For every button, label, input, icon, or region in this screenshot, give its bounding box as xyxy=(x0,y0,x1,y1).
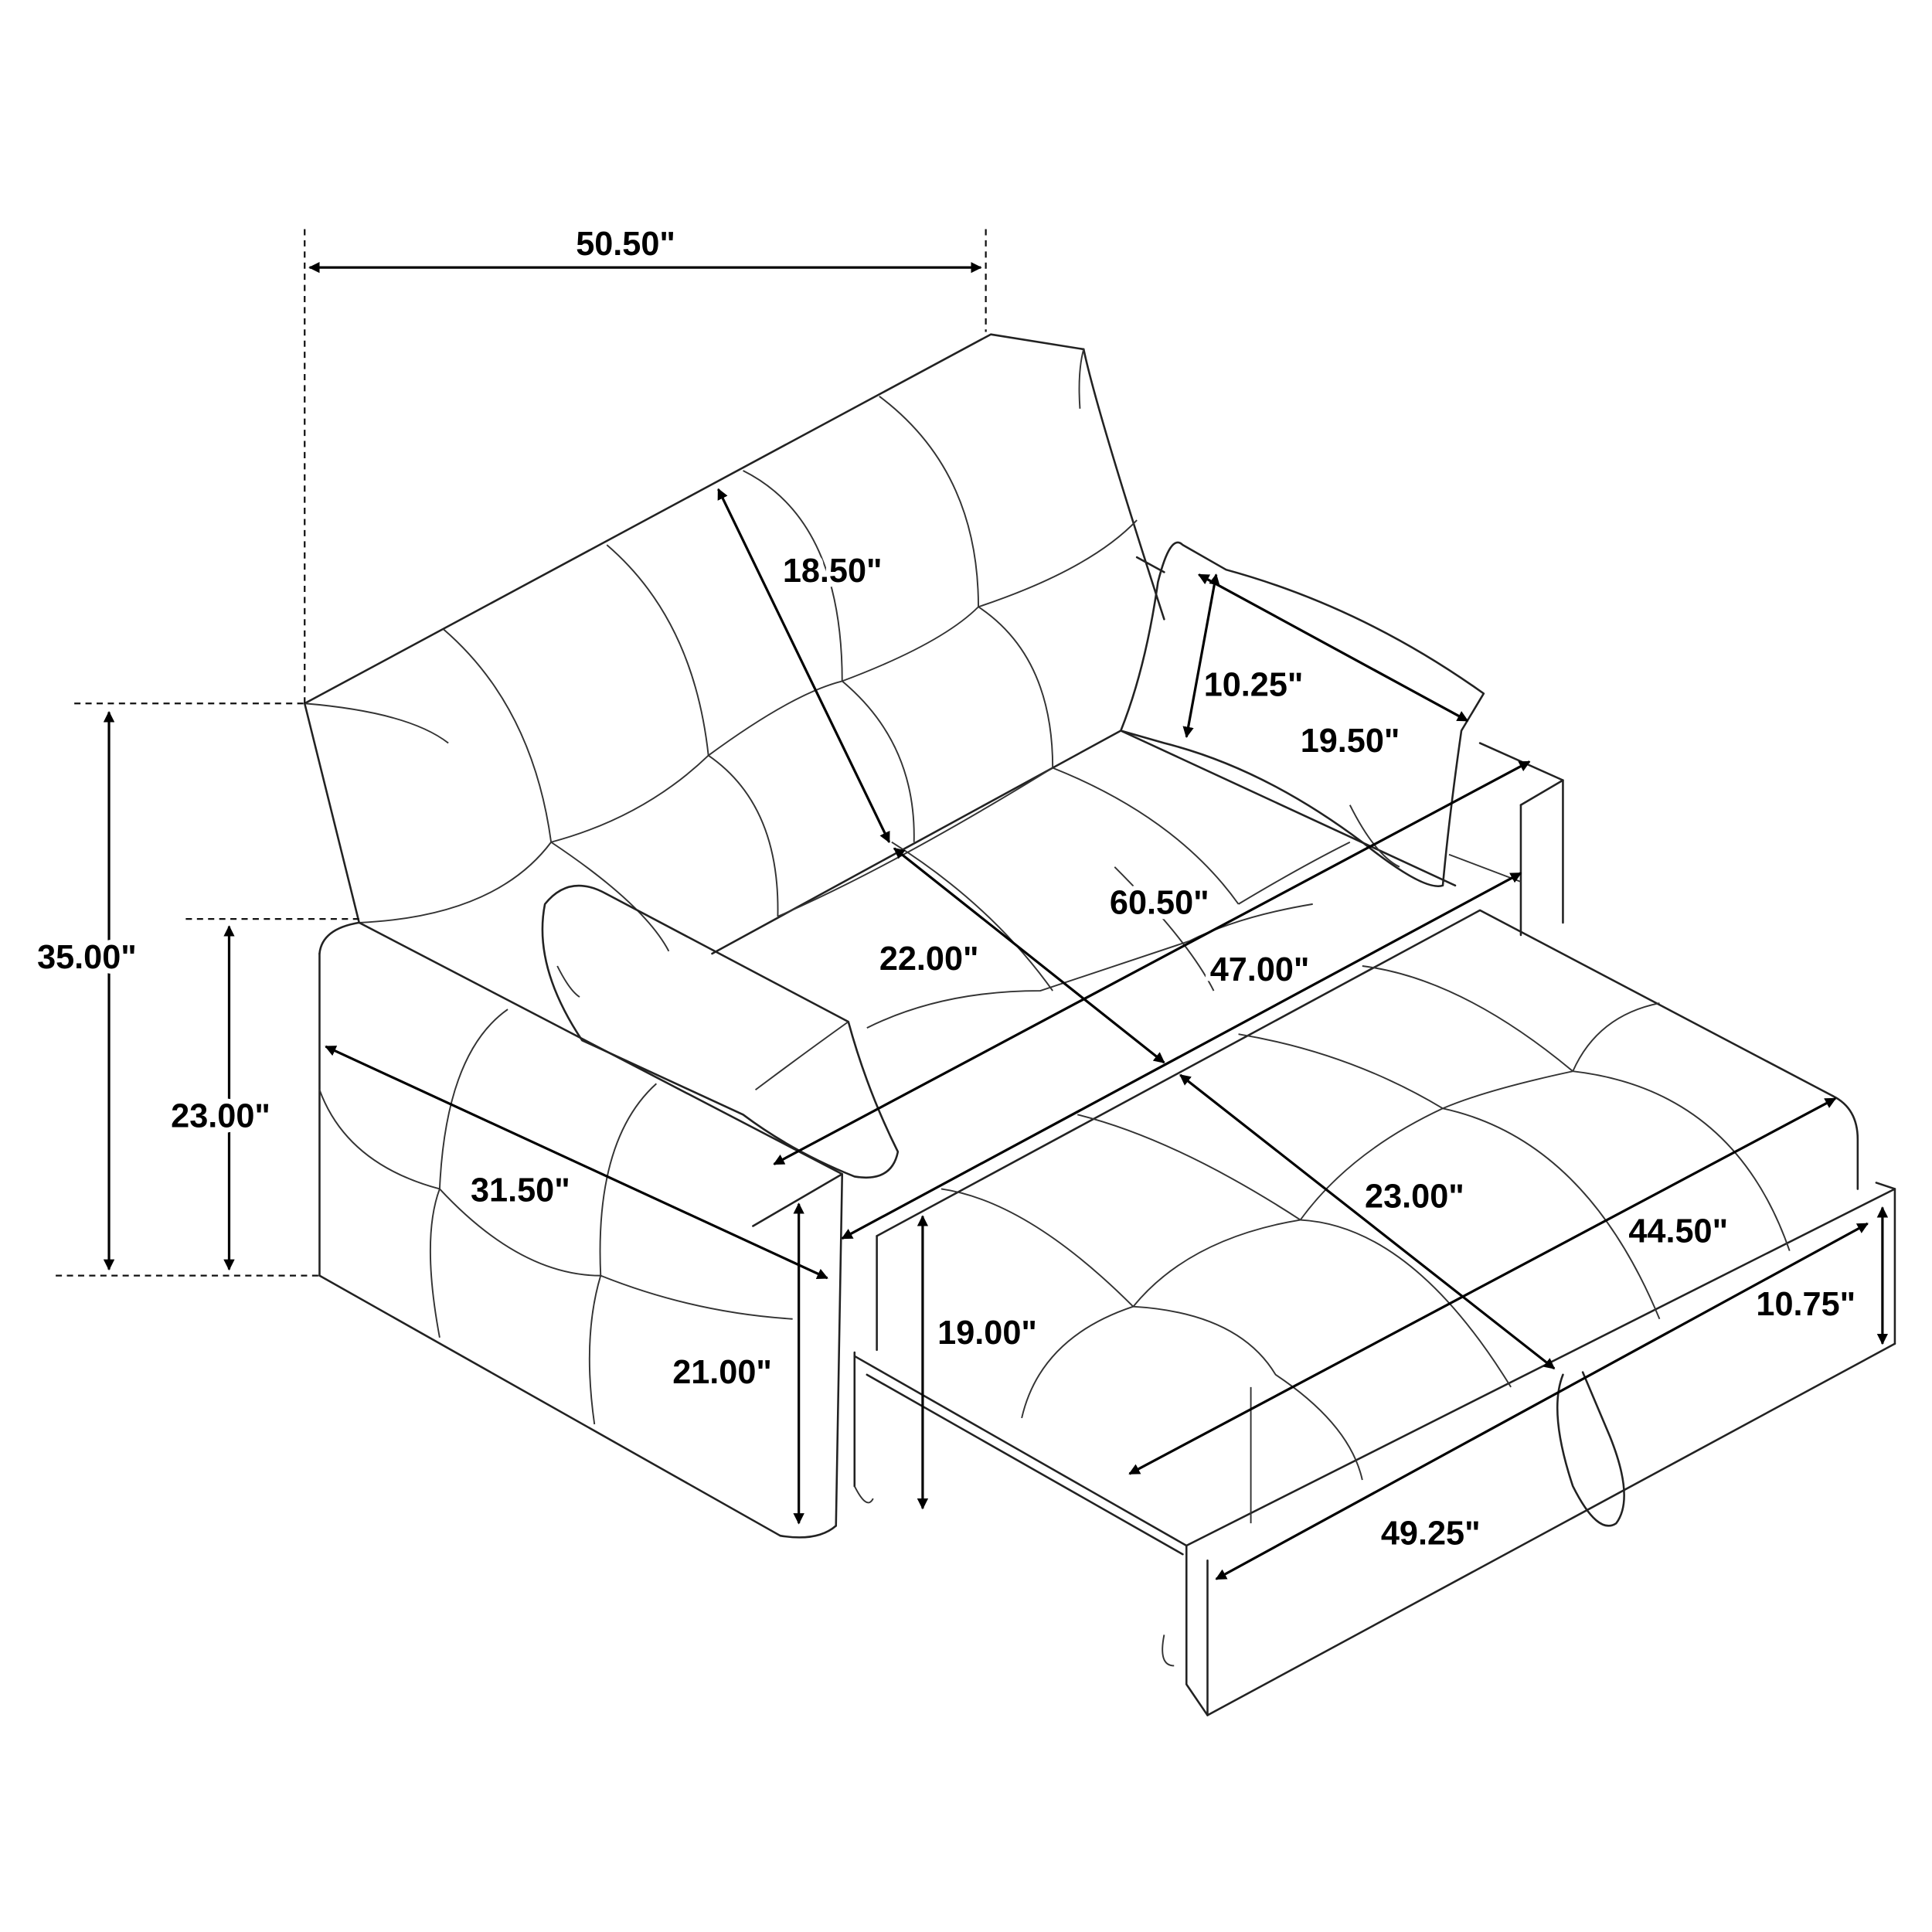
left-arm xyxy=(318,921,844,1539)
dimension-arrows xyxy=(103,261,1889,1580)
backrest xyxy=(303,333,1165,952)
extension-lines xyxy=(56,229,987,1277)
label-trundle-depth: 23.00" xyxy=(1365,1179,1464,1216)
label-pillow-width: 19.50" xyxy=(1301,723,1400,760)
label-trundle-width: 49.25" xyxy=(1381,1515,1481,1552)
right-pillow xyxy=(1120,541,1485,887)
label-pillow-height: 10.25" xyxy=(1204,667,1304,704)
label-seat-height: 19.00" xyxy=(937,1315,1037,1352)
label-arm-height: 23.00" xyxy=(171,1097,270,1134)
left-pillow xyxy=(541,884,900,1179)
label-extended-length: 60.50" xyxy=(1110,885,1209,922)
sofa-drawing xyxy=(303,333,1896,1716)
label-overall-width: 50.50" xyxy=(576,226,675,263)
label-trundle-front-height: 10.75" xyxy=(1756,1286,1855,1323)
label-arm-front-height: 21.00" xyxy=(672,1354,772,1391)
label-seat-depth: 22.00" xyxy=(879,940,979,978)
trundle xyxy=(853,909,1896,1716)
dimension-labels: 50.50" 35.00" 23.00" 18.50" 10.25" 19.50… xyxy=(32,226,1861,1557)
label-arm-depth: 31.50" xyxy=(471,1172,570,1209)
label-seat-width: 47.00" xyxy=(1210,951,1310,988)
label-back-height: 18.50" xyxy=(783,553,883,590)
label-overall-height: 35.00" xyxy=(37,939,137,976)
label-trundle-cushion-width: 44.50" xyxy=(1628,1213,1728,1250)
